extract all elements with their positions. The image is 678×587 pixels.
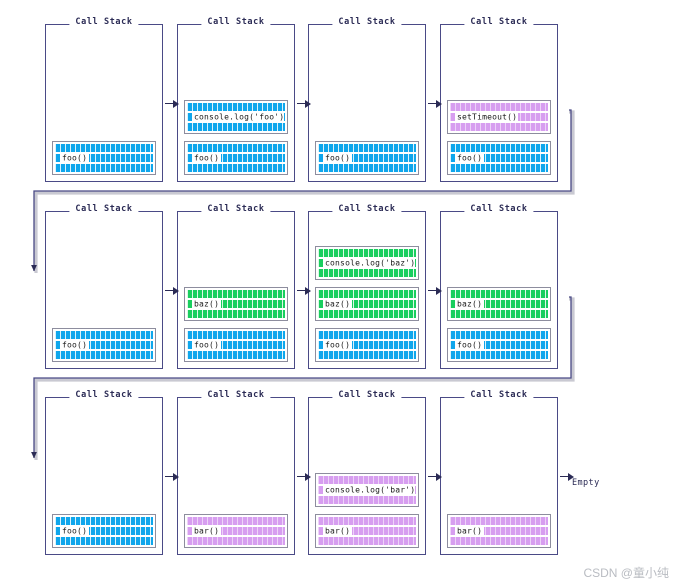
flow-arrow <box>165 99 179 108</box>
stack-frame: foo() <box>447 328 551 362</box>
stack-frame: foo() <box>52 328 156 362</box>
stack-frames: bar() <box>184 514 288 548</box>
stack-frame: bar() <box>315 514 419 548</box>
stack-frame: console.log('foo') <box>184 100 288 134</box>
flow-arrow <box>165 472 179 481</box>
panel-legend: Call Stack <box>201 17 271 27</box>
panel-legend: Call Stack <box>69 17 139 27</box>
frame-label-backing <box>323 525 353 537</box>
frame-label: bar() <box>325 526 351 536</box>
frame-label-backing <box>455 525 485 537</box>
panel-legend: Call Stack <box>464 390 534 400</box>
panel-legend: Call Stack <box>69 390 139 400</box>
stack-frames: foo() <box>52 514 156 548</box>
call-stack-panel: Call Stack bar() <box>440 390 558 555</box>
stack-frames: foo() console.log('foo') <box>184 100 288 175</box>
call-stack-panel: Call Stack foo() <box>45 390 163 555</box>
flow-arrow <box>428 472 442 481</box>
empty-label: Empty <box>572 478 600 488</box>
call-stack-panel: Call Stack foo() baz() <box>440 204 558 369</box>
frame-label: bar() <box>194 526 220 536</box>
stack-frame: bar() <box>184 514 288 548</box>
frame-label: foo() <box>194 153 220 163</box>
panel-legend: Call Stack <box>464 204 534 214</box>
frame-label: foo() <box>62 153 88 163</box>
panel-legend: Call Stack <box>464 17 534 27</box>
stack-frame: baz() <box>447 287 551 321</box>
call-stack-panel: Call Stack foo() <box>308 17 426 182</box>
frame-label: console.log('baz') <box>325 258 416 268</box>
flow-arrow <box>297 472 311 481</box>
panel-legend: Call Stack <box>332 390 402 400</box>
frame-label: foo() <box>62 526 88 536</box>
stack-frame: baz() <box>184 287 288 321</box>
frame-fill <box>187 517 285 545</box>
flow-arrow <box>297 99 311 108</box>
frame-label: setTimeout() <box>457 112 518 122</box>
flow-arrow <box>560 472 574 481</box>
frame-label: foo() <box>457 340 483 350</box>
flow-arrow <box>428 286 442 295</box>
stack-frame: foo() <box>315 141 419 175</box>
flow-arrow <box>165 286 179 295</box>
frame-label-backing <box>323 484 416 496</box>
call-stack-panel: Call Stack foo() console.log('foo') <box>177 17 295 182</box>
frame-label: foo() <box>325 153 351 163</box>
panel-legend: Call Stack <box>69 204 139 214</box>
panel-legend: Call Stack <box>332 17 402 27</box>
frame-label: foo() <box>325 340 351 350</box>
frame-label: console.log('bar') <box>325 485 416 495</box>
stack-frames: foo() <box>52 328 156 362</box>
stack-frame: foo() <box>184 141 288 175</box>
stack-frame: setTimeout() <box>447 100 551 134</box>
stack-frames: foo() baz() <box>447 287 551 362</box>
call-stack-panel: Call Stack foo() baz() <box>177 204 295 369</box>
stack-frames: bar() console.log('bar') <box>315 473 419 548</box>
call-stack-panel: Call Stack foo() <box>45 204 163 369</box>
stack-frames: foo() <box>315 141 419 175</box>
call-stack-panel: Call Stack foo() <box>45 17 163 182</box>
panel-legend: Call Stack <box>332 204 402 214</box>
frame-label: bar() <box>457 526 483 536</box>
frame-label-backing <box>60 525 90 537</box>
stack-frame: baz() <box>315 287 419 321</box>
stack-frames: foo() setTimeout() <box>447 100 551 175</box>
flow-arrow <box>428 99 442 108</box>
call-stack-panel: Call Stack bar() console.log('bar') <box>308 390 426 555</box>
frame-label: foo() <box>194 340 220 350</box>
stack-frame: foo() <box>447 141 551 175</box>
stack-frame: console.log('bar') <box>315 473 419 507</box>
stack-frame: foo() <box>52 141 156 175</box>
frame-label-backing <box>192 525 222 537</box>
panel-legend: Call Stack <box>201 204 271 214</box>
stack-frame: foo() <box>52 514 156 548</box>
stack-frame: console.log('baz') <box>315 246 419 280</box>
frame-label: baz() <box>194 299 220 309</box>
stack-frame: foo() <box>315 328 419 362</box>
call-stack-panel: Call Stack foo() baz() console.log('baz') <box>308 204 426 369</box>
stack-frames: foo() baz() console.log('baz') <box>315 246 419 362</box>
frame-label: foo() <box>62 340 88 350</box>
stack-frame: bar() <box>447 514 551 548</box>
flow-arrow <box>297 286 311 295</box>
stack-frames: foo() baz() <box>184 287 288 362</box>
frame-label: baz() <box>457 299 483 309</box>
panel-legend: Call Stack <box>201 390 271 400</box>
watermark: CSDN @童小纯 <box>583 566 669 580</box>
frame-label: console.log('foo') <box>194 112 285 122</box>
frame-label: baz() <box>325 299 351 309</box>
stack-frames: bar() <box>447 514 551 548</box>
call-stack-panel: Call Stack bar() <box>177 390 295 555</box>
frame-label: foo() <box>457 153 483 163</box>
stack-frame: foo() <box>184 328 288 362</box>
stack-frames: foo() <box>52 141 156 175</box>
call-stack-panel: Call Stack foo() setTimeout() <box>440 17 558 182</box>
